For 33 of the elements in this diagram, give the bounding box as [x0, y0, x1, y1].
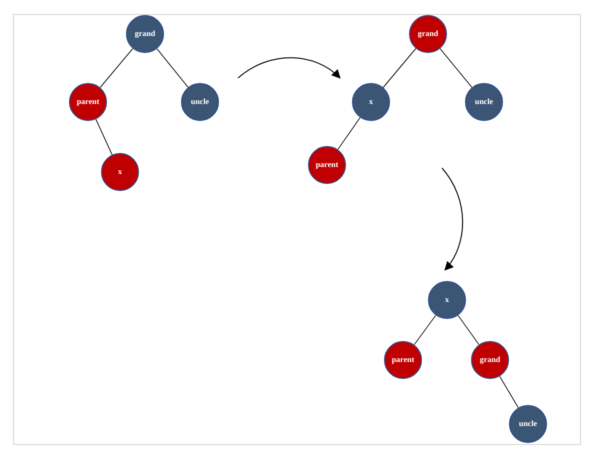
- node-label: x: [445, 296, 449, 304]
- node-label: grand: [480, 356, 500, 364]
- node-label: x: [118, 168, 122, 176]
- tree-node-circle: [181, 83, 219, 121]
- tree-node-circle: [308, 146, 346, 184]
- tree-node-circle: [69, 83, 107, 121]
- node-label: uncle: [190, 98, 210, 106]
- node-label: parent: [76, 98, 100, 106]
- tree-edge: [337, 117, 361, 150]
- tree-edge: [499, 376, 519, 408]
- node-label: parent: [316, 161, 338, 169]
- tree-edge: [458, 315, 480, 345]
- node-label: uncle: [474, 98, 494, 106]
- tree-edge: [100, 48, 134, 88]
- tree-node-circle: [471, 341, 509, 379]
- tree-node-circle: [465, 83, 503, 121]
- tree-edge: [382, 48, 416, 88]
- node-label: uncle: [518, 420, 538, 428]
- tree-edge: [156, 48, 188, 88]
- node-label: grand: [418, 30, 438, 38]
- node-label: x: [369, 98, 373, 106]
- tree-node-circle: [352, 83, 390, 121]
- tree-node-circle: [428, 281, 466, 319]
- tree-node-circle: [101, 153, 139, 191]
- tree-edge: [96, 118, 112, 156]
- tree-node-circle: [126, 15, 164, 53]
- node-label: parent: [392, 356, 414, 364]
- tree-edge: [440, 48, 472, 88]
- tree-node-circle: [384, 341, 422, 379]
- tree-node-circle: [409, 15, 447, 53]
- tree-edge: [414, 314, 436, 346]
- node-label: grand: [134, 30, 156, 38]
- tree-node-circle: [509, 405, 547, 443]
